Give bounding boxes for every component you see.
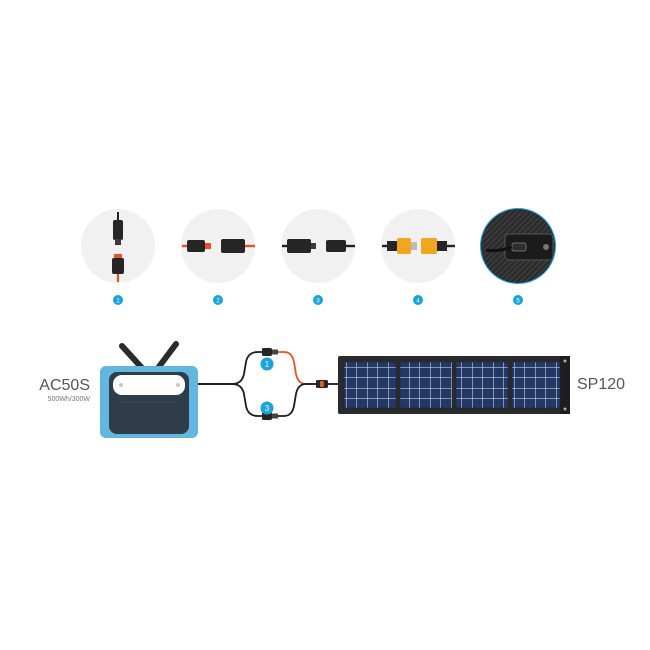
connector-step-5 bbox=[480, 208, 556, 284]
panel-name: SP120 bbox=[577, 376, 625, 393]
xt60-connector-icon bbox=[382, 238, 455, 254]
cable-marker-number: 1 bbox=[265, 360, 270, 369]
power-station-label: AC50S 500Wh/300W bbox=[39, 377, 90, 403]
step-number: 5 bbox=[516, 299, 520, 305]
station-spec: 500Wh/300W bbox=[48, 396, 91, 403]
cable-marker-badges: 1 3 bbox=[260, 357, 274, 415]
connector-step-1 bbox=[81, 209, 155, 283]
power-station-icon bbox=[100, 341, 198, 438]
connector-step-2 bbox=[181, 209, 255, 283]
dc-port-closeup-icon bbox=[485, 233, 554, 261]
step-number: 2 bbox=[216, 299, 220, 305]
step-number: 4 bbox=[416, 299, 420, 305]
solar-panel-icon bbox=[338, 356, 570, 414]
step-number: 3 bbox=[316, 299, 320, 305]
connector-step-4 bbox=[381, 209, 455, 283]
step-number: 1 bbox=[116, 299, 120, 305]
mc4-pair-connector-icon bbox=[282, 239, 355, 253]
mc4-vertical-connector-icon bbox=[112, 212, 124, 282]
cable-marker-number: 3 bbox=[265, 404, 270, 413]
cable-harness bbox=[198, 348, 342, 420]
mc4-horizontal-connector-icon bbox=[182, 239, 255, 253]
connector-step-3 bbox=[281, 209, 355, 283]
station-name: AC50S bbox=[39, 377, 90, 394]
step-number-badges: 1 2 3 4 5 bbox=[113, 295, 523, 305]
